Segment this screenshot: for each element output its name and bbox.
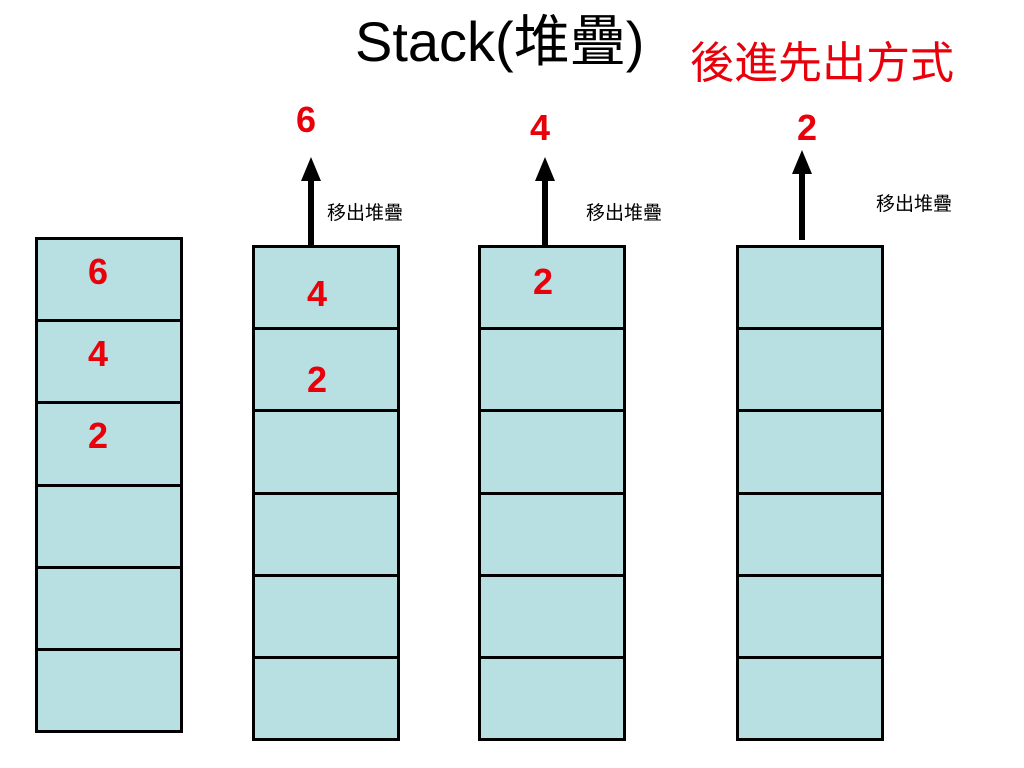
stack-cell: 4: [255, 248, 397, 331]
stack-cell: 2: [255, 330, 397, 413]
stack-cell: [255, 658, 397, 739]
cell-value: 4: [88, 333, 109, 375]
stack-cell: [38, 650, 180, 731]
popped-value: 4: [530, 107, 551, 148]
stack-cell: [739, 576, 881, 659]
page-title: Stack(堆疊): [355, 10, 645, 73]
stack-cell: [255, 494, 397, 577]
pop-arrow-icon: [790, 150, 814, 240]
popped-value: 2: [797, 107, 818, 148]
stack-after-pop-1: 4 2: [252, 245, 400, 741]
stack-cell: [739, 330, 881, 413]
stack-after-pop-2: 2: [478, 245, 626, 741]
page-subtitle: 後進先出方式: [690, 39, 954, 88]
stack-cell: 6: [38, 240, 180, 323]
stack-cell: [38, 568, 180, 651]
stack-cell: [481, 330, 623, 413]
popped-value: 6: [296, 99, 317, 140]
stack-cell: 4: [38, 322, 180, 405]
cell-value: 4: [307, 273, 328, 314]
cell-value: 2: [88, 415, 109, 457]
pop-caption: 移出堆疊: [327, 202, 404, 224]
stack-after-pop-3: [736, 245, 884, 741]
cell-value: 2: [307, 359, 328, 401]
stack-cell: [38, 486, 180, 569]
stack-cell: 2: [481, 248, 623, 331]
stack-initial: 6 4 2: [35, 237, 183, 733]
cell-value: 6: [88, 251, 109, 292]
stack-cell: [739, 494, 881, 577]
pop-arrow-icon: [299, 157, 323, 247]
stack-cell: [481, 576, 623, 659]
pop-arrow-icon: [533, 157, 557, 247]
pop-caption: 移出堆疊: [876, 193, 953, 215]
stack-cell: 2: [38, 404, 180, 487]
pop-caption: 移出堆疊: [586, 202, 663, 224]
stack-cell: [481, 494, 623, 577]
stack-cell: [481, 412, 623, 495]
stack-cell: [481, 658, 623, 739]
cell-value: 2: [533, 261, 554, 302]
stack-cell: [739, 248, 881, 331]
stack-cell: [739, 658, 881, 739]
stack-cell: [255, 576, 397, 659]
stack-cell: [739, 412, 881, 495]
stack-cell: [255, 412, 397, 495]
